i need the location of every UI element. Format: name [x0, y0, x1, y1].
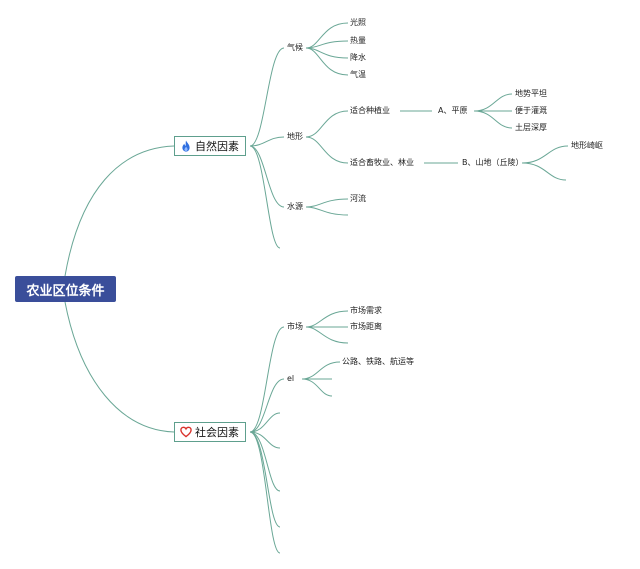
subtopic-herding-forestry[interactable]: 适合畜牧业、林业	[350, 158, 414, 167]
topic-terrain[interactable]: 地形	[287, 132, 303, 141]
leaf-heat[interactable]: 热量	[350, 36, 366, 45]
leaf-sunlight[interactable]: 光照	[350, 18, 366, 27]
leaf-temperature[interactable]: 气温	[350, 70, 366, 79]
subtopic-plain[interactable]: A、平原	[438, 106, 468, 115]
leaf-easy-irrigation[interactable]: 便于灌溉	[515, 106, 547, 115]
subtopic-crop-farming[interactable]: 适合种植业	[350, 106, 390, 115]
leaf-market-demand[interactable]: 市场需求	[350, 306, 382, 315]
leaf-river[interactable]: 河流	[350, 194, 366, 203]
subtopic-mountain[interactable]: B、山地（丘陵）	[462, 158, 524, 167]
topic-natural-factors[interactable]: 自然因素	[174, 136, 246, 156]
leaf-rugged-terrain[interactable]: 地形崎岖	[571, 141, 603, 150]
root-topic[interactable]: 农业区位条件	[15, 276, 116, 302]
topic-water-source[interactable]: 水源	[287, 202, 303, 211]
topic-label: 自然因素	[195, 140, 239, 153]
leaf-roads-rail-shipping[interactable]: 公路、铁路、航运等	[342, 357, 414, 366]
leaf-deep-soil[interactable]: 土层深厚	[515, 123, 547, 132]
topic-label: 社会因素	[195, 426, 239, 439]
leaf-flat-terrain[interactable]: 地势平坦	[515, 89, 547, 98]
topic-social-factors[interactable]: 社会因素	[174, 422, 246, 442]
fire-icon	[180, 140, 192, 152]
topic-transport[interactable]: el	[287, 374, 295, 383]
topic-market[interactable]: 市场	[287, 322, 303, 331]
leaf-precipitation[interactable]: 降水	[350, 53, 366, 62]
leaf-market-distance[interactable]: 市场距离	[350, 322, 382, 331]
topic-climate[interactable]: 气候	[287, 43, 303, 52]
heart-icon	[180, 426, 192, 438]
